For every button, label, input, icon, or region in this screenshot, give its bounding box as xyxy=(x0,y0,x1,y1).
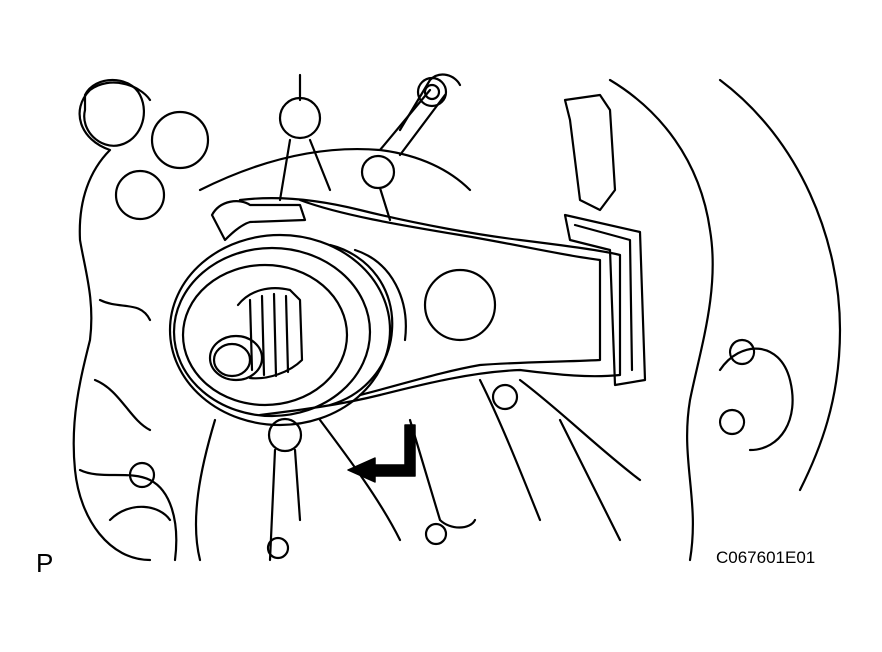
housing-ribs-left xyxy=(93,298,172,522)
lower-boss-2 xyxy=(491,383,519,411)
housing-outline-far-right xyxy=(718,78,842,492)
upper-boss-hole xyxy=(423,83,441,101)
housing-rib-upper xyxy=(278,73,462,222)
input-shaft xyxy=(208,287,304,382)
housing-outline-right xyxy=(608,78,714,562)
release-bearing xyxy=(168,233,407,427)
upper-right-bracket xyxy=(563,93,617,212)
fork-boot-inner xyxy=(573,223,634,372)
housing-rib-lower xyxy=(194,378,642,562)
lower-boss xyxy=(424,522,448,546)
fork-pivot-pad xyxy=(423,268,497,342)
upper-boss xyxy=(416,76,448,108)
release-fork-arm xyxy=(238,196,622,417)
fork-boot xyxy=(563,213,647,387)
housing-flange-right xyxy=(718,347,794,452)
corner-letter: P xyxy=(36,548,54,578)
bolt-boss-group xyxy=(83,79,396,489)
release-fork-arm-inner xyxy=(298,198,602,397)
housing-outline-lower xyxy=(78,468,178,562)
housing-outline-left xyxy=(72,81,152,562)
right-hole-1 xyxy=(728,338,756,366)
lower-boss-left xyxy=(266,536,290,560)
bearing-clip xyxy=(210,200,307,242)
figure-code: C067601E01 xyxy=(716,548,816,567)
direction-arrow-icon xyxy=(347,424,416,483)
right-hole-2 xyxy=(718,408,746,436)
